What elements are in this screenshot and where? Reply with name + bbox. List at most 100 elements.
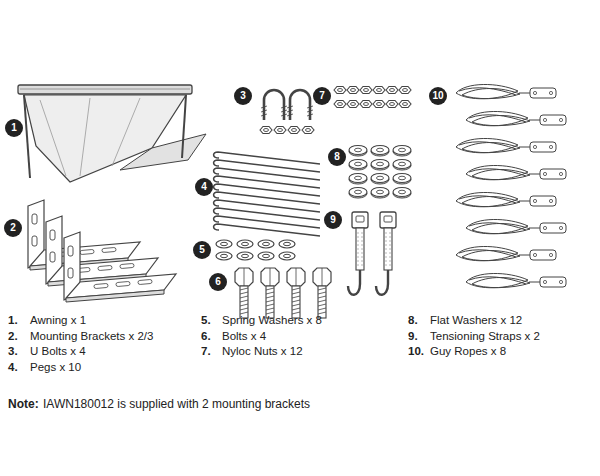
u-bolt-nut bbox=[288, 127, 300, 134]
guy-rope bbox=[456, 192, 556, 206]
peg bbox=[214, 216, 320, 228]
item-text: Mounting Brackets x 2/3 bbox=[30, 329, 153, 343]
nyloc-nut bbox=[360, 101, 372, 108]
flat-washer bbox=[349, 188, 367, 199]
spring-washer bbox=[279, 252, 295, 260]
item-text: Spring Washers x 8 bbox=[222, 313, 322, 327]
nyloc-nut bbox=[373, 87, 385, 94]
nyloc-nut bbox=[334, 87, 346, 94]
guy-rope bbox=[456, 138, 556, 152]
peg bbox=[214, 184, 320, 196]
spring-washer bbox=[258, 252, 274, 260]
u-bolt-nut bbox=[274, 127, 286, 134]
peg bbox=[214, 200, 320, 212]
item-text: Tensioning Straps x 2 bbox=[430, 329, 540, 343]
callout-number: 2 bbox=[4, 219, 22, 237]
awning-leg bbox=[182, 95, 186, 158]
mounting-bracket bbox=[28, 200, 140, 270]
awning-drawing bbox=[18, 85, 206, 182]
item-text: Guy Ropes x 8 bbox=[430, 344, 506, 358]
note-text: IAWN180012 is supplied with 2 mounting b… bbox=[43, 397, 310, 411]
item-number: 4. bbox=[8, 360, 18, 374]
spring-washer bbox=[216, 252, 232, 260]
peg bbox=[214, 192, 320, 204]
flat-washer bbox=[371, 160, 389, 171]
awning-bar-line bbox=[20, 89, 190, 90]
u-bolt bbox=[264, 90, 284, 120]
flat-washer bbox=[349, 160, 367, 171]
callout-number: 6 bbox=[209, 273, 227, 291]
flat-washer bbox=[349, 146, 367, 157]
item-number: 8. bbox=[408, 313, 418, 327]
callout-number: 9 bbox=[324, 211, 342, 229]
callout-number: 3 bbox=[234, 87, 252, 105]
guy-rope bbox=[456, 84, 556, 98]
item-number: 6. bbox=[201, 329, 211, 343]
peg bbox=[214, 176, 320, 188]
nyloc-nut bbox=[386, 101, 398, 108]
item-number: 5. bbox=[201, 313, 211, 327]
spring-washer bbox=[279, 240, 295, 248]
flat-washer bbox=[371, 146, 389, 157]
callout-number: 7 bbox=[313, 87, 331, 105]
tensioning-strap bbox=[348, 212, 368, 295]
peg bbox=[214, 160, 320, 172]
callout-number: 10 bbox=[429, 87, 447, 105]
nyloc-nut bbox=[399, 87, 411, 94]
callout-number: 1 bbox=[5, 119, 23, 137]
spring-washer bbox=[237, 240, 253, 248]
guy-rope bbox=[466, 165, 566, 179]
bolt bbox=[235, 268, 253, 318]
spring-washer bbox=[237, 252, 253, 260]
tensioning-strap bbox=[376, 212, 396, 295]
guy-rope bbox=[466, 111, 566, 125]
callout-number: 5 bbox=[193, 241, 211, 259]
flat-washer bbox=[349, 174, 367, 185]
bolt bbox=[287, 268, 305, 318]
nyloc-nut bbox=[399, 101, 411, 108]
item-text: Pegs x 10 bbox=[30, 360, 81, 374]
item-text: Awning x 1 bbox=[30, 313, 86, 327]
item-number: 3. bbox=[8, 344, 18, 358]
nyloc-nut bbox=[386, 87, 398, 94]
nyloc-nut bbox=[347, 87, 359, 94]
bolt bbox=[313, 268, 331, 318]
note-label: Note: bbox=[8, 397, 39, 411]
guy-rope bbox=[466, 219, 566, 233]
u-bolt-nut bbox=[260, 127, 272, 134]
mounting-bracket bbox=[64, 232, 176, 302]
u-bolt-nut bbox=[302, 127, 314, 134]
spring-washer bbox=[216, 240, 232, 248]
item-number: 1. bbox=[8, 313, 18, 327]
item-text: Bolts x 4 bbox=[222, 329, 266, 343]
u-bolts bbox=[260, 90, 314, 134]
awning-canopy bbox=[24, 95, 186, 182]
nyloc-nut bbox=[334, 101, 346, 108]
bolt bbox=[261, 268, 279, 318]
spring-washer bbox=[258, 240, 274, 248]
item-text: Nyloc Nuts x 12 bbox=[222, 344, 303, 358]
nyloc-nut bbox=[347, 101, 359, 108]
awning-flap bbox=[120, 134, 206, 170]
awning-bar bbox=[18, 85, 192, 94]
callout-number: 8 bbox=[328, 148, 346, 166]
item-text: Flat Washers x 12 bbox=[430, 313, 522, 327]
flat-washer bbox=[371, 188, 389, 199]
item-text: U Bolts x 4 bbox=[30, 344, 86, 358]
flat-washer bbox=[393, 188, 411, 199]
flat-washer bbox=[393, 160, 411, 171]
item-number: 7. bbox=[201, 344, 211, 358]
awning-folds bbox=[40, 98, 140, 176]
peg bbox=[214, 224, 320, 236]
flat-washer bbox=[393, 146, 411, 157]
flat-washer bbox=[393, 174, 411, 185]
u-bolt bbox=[290, 90, 310, 120]
mounting-bracket bbox=[46, 216, 158, 286]
callout-number: 4 bbox=[195, 178, 213, 196]
guy-rope bbox=[456, 246, 556, 260]
item-number: 9. bbox=[408, 329, 418, 343]
peg bbox=[214, 208, 320, 220]
nyloc-nut bbox=[360, 87, 372, 94]
